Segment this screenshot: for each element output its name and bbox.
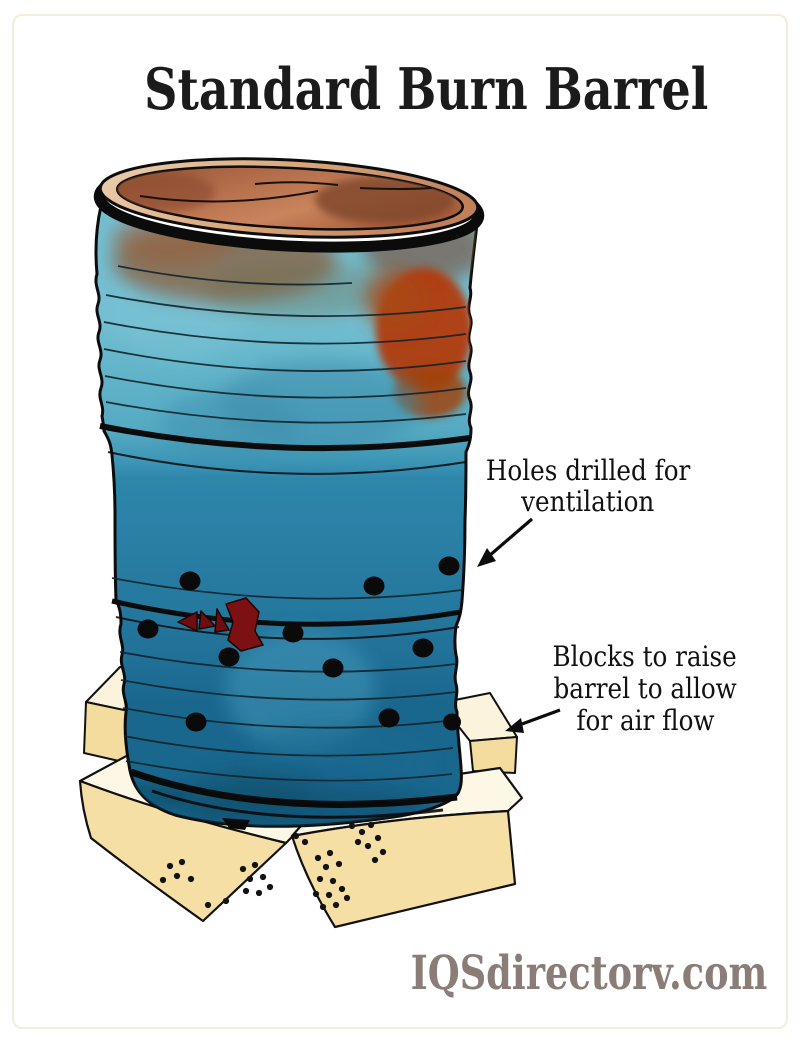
ventilation-hole	[185, 712, 207, 732]
annotation-holes-label: Holes drilled for ventilation	[452, 455, 724, 517]
annotation-blocks-line1: Blocks to raise	[552, 640, 738, 673]
ventilation-hole	[322, 658, 344, 678]
barrel	[93, 157, 485, 830]
ventilation-holes	[137, 556, 461, 732]
barrel-rib-lines-upper	[103, 265, 467, 424]
annotation-holes-line2: ventilation	[521, 485, 655, 518]
rust-hole	[177, 597, 264, 652]
barrel-seam-upper	[99, 423, 471, 475]
lid-detail-lines	[139, 181, 433, 203]
watermark: IQSdirectorv.com	[410, 946, 767, 1001]
annotation-blocks-label: Blocks to raise barrel to allow for air …	[512, 641, 778, 737]
block-speckles	[159, 821, 387, 911]
ventilation-hole	[179, 571, 201, 591]
page-title: Standard Burn Barrel	[0, 56, 800, 123]
page-title-text: Standard Burn Barrel	[143, 56, 709, 123]
ventilation-hole	[218, 647, 240, 667]
holes-arrow	[477, 517, 534, 567]
blocks-arrow	[505, 708, 561, 733]
ventilation-hole	[378, 708, 400, 728]
annotation-blocks-line2: barrel to allow	[553, 672, 737, 705]
barrel-underside-tab	[222, 818, 250, 830]
barrel-rib-mid	[111, 577, 463, 600]
ventilation-hole	[282, 623, 304, 643]
ventilation-hole	[443, 713, 461, 731]
ventilation-hole	[412, 638, 434, 658]
barrel-rib-lines-lower	[119, 651, 457, 782]
ventilation-hole	[363, 576, 385, 596]
annotation-holes-line1: Holes drilled for	[485, 454, 691, 487]
ventilation-hole	[438, 556, 460, 576]
ventilation-hole	[137, 619, 159, 639]
barrel-bottom-rim	[129, 768, 458, 819]
back-right-block-side-face	[469, 736, 518, 774]
annotation-blocks-line3: for air flow	[575, 704, 715, 737]
